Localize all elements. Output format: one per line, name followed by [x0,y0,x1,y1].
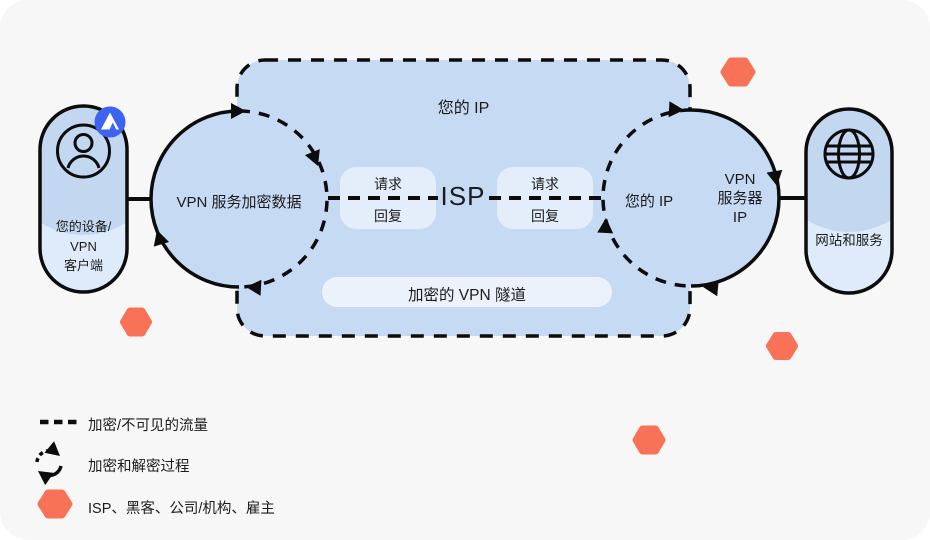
website-pill-label: 网站和服务 [815,233,883,248]
vpn-server-ip-label: VPN 服务器 IP [717,171,763,227]
encrypted-tunnel-label: 加密的 VPN 隧道 [408,287,526,304]
nordvpn-logo-icon [94,106,126,138]
reply-label-1: 回复 [374,208,402,224]
your-ip-inside-circle-label: 您的 IP [624,193,674,210]
hexagon-icon [37,489,73,519]
isp-label: ISP [440,181,486,211]
your-ip-exposed-label: 您的 IP [437,100,490,117]
tunnel-pill [322,277,612,307]
encrypt-circle-fill [151,111,327,287]
encrypt-circle-label: VPN 服务加密数据 [176,194,302,211]
website-pill-shape [804,107,894,295]
decrypt-circle-fill [603,110,779,286]
encrypted-zone-rect [235,58,692,338]
reply-label-2: 回复 [531,208,559,224]
legend-icons [35,419,78,519]
legend-item-snoopers: ISP、黑客、公司/机构、雇主 [88,501,275,517]
device-pill-shape [38,104,129,294]
hexagon-icon [120,307,152,337]
snooper-hexagons [120,57,798,455]
globe-icon [823,128,875,180]
request-label-2: 请求 [531,176,559,192]
legend-item-encryption-process: 加密和解密过程 [88,459,190,475]
user-icon [56,123,111,179]
device-pill-label: 您的设备/ VPN 客户端 [55,219,112,273]
legend-item-encrypted-traffic: 加密/不可见的流量 [88,418,209,434]
hexagon-icon [720,57,756,87]
request-label-1: 请求 [374,176,402,192]
request-box-2 [497,167,593,229]
cycle-arrows-icon [35,441,63,486]
hexagon-icon [632,425,666,455]
hexagon-icon [766,332,798,360]
